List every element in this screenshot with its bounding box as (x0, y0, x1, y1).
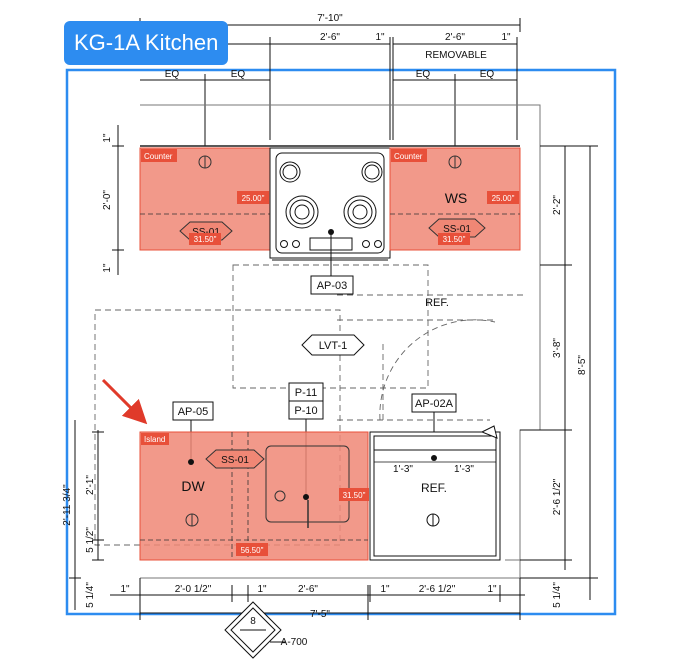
dim-bottom-1a: 1" (120, 584, 130, 595)
annotation-arrow (101, 378, 148, 425)
island-length-tag (236, 543, 268, 556)
dishwasher-label: DW (181, 478, 205, 494)
ap05-point (188, 459, 194, 465)
bottom-dimensions (110, 578, 525, 620)
dim-top-overall: 7'-10" (317, 13, 343, 24)
dim-top-left: 2'-6" (320, 32, 340, 43)
dim-left-5-12: 5 1/2" (85, 527, 96, 553)
refrigerator[interactable] (369, 425, 501, 561)
burner-icon (361, 161, 383, 183)
dim-top-right-gap: 1" (501, 32, 511, 43)
dim-right-2-6-12: 2'-6 1/2" (552, 478, 563, 515)
tag-ap05: AP-05 (178, 406, 209, 418)
island-height: 31.50" (343, 491, 366, 500)
selection-frame[interactable] (65, 68, 617, 616)
dim-bottom-overall: 7'-5" (310, 609, 330, 620)
eq-3: EQ (416, 69, 431, 80)
dim-right-5-14: 5 1/4" (552, 582, 563, 608)
counter-right-depth-tag (487, 191, 519, 204)
tag-lvt: LVT-1 (319, 340, 348, 352)
material-right: SS-01 (443, 224, 471, 235)
tag-ap02a: AP-02A (415, 398, 454, 410)
dim-left-1in-top: 1" (102, 133, 113, 143)
section-number: 8 (250, 616, 256, 627)
tag-ap03-box[interactable] (310, 275, 354, 295)
material-left: SS-01 (192, 227, 220, 238)
counter-right-height-tag (438, 233, 470, 245)
removable-label: REMOVABLE (425, 50, 487, 61)
dim-left-5-14: 5 1/4" (85, 582, 96, 608)
counter-right-depth: 25.00" (492, 194, 515, 203)
island[interactable]: Island SS-01 DW 31.50" 56.50" (139, 431, 369, 561)
dim-bottom-1c: 1" (380, 584, 390, 595)
dim-right-2-2: 2'-2" (552, 195, 563, 215)
page-title: KG-1A Kitchen (64, 21, 229, 65)
dim-top-right: 2'-6" (445, 32, 465, 43)
burner-icon (279, 161, 301, 183)
counter-right-tag-text: Counter (394, 152, 423, 161)
fridge-dim-left: 1'-3" (393, 464, 413, 475)
island-tag (141, 433, 169, 445)
island-length: 56.50" (241, 546, 264, 555)
ap02a-point (431, 455, 437, 461)
range-cooktop[interactable] (269, 147, 391, 261)
tag-ap05-box[interactable] (172, 401, 214, 421)
tag-lvt-box[interactable] (301, 334, 365, 356)
counter-left-height: 31.50" (194, 235, 217, 244)
dim-left-2-1: 2'-1" (85, 475, 96, 495)
counter-left-height-tag (189, 233, 221, 245)
right-dimensions (520, 145, 598, 600)
eq-2: EQ (231, 69, 246, 80)
counter-right-height: 31.50" (443, 235, 466, 244)
dim-left-1in-bottom: 1" (102, 263, 113, 273)
tag-ap03: AP-03 (317, 280, 348, 292)
tag-p11: P-11 (295, 387, 317, 399)
left-dimensions (69, 125, 124, 610)
p10-point (303, 494, 309, 500)
counter-left-depth-tag (237, 191, 269, 204)
dim-bottom-1d: 1" (487, 584, 497, 595)
dim-left-2-0: 2'-0" (102, 190, 113, 210)
counter-left-depth: 25.00" (242, 194, 265, 203)
ref-label-top: REF. (425, 297, 449, 309)
dim-bottom-1b: 1" (257, 584, 267, 595)
island-tag-text: Island (144, 435, 165, 444)
eq-1: EQ (165, 69, 180, 80)
island-height-tag (339, 488, 369, 501)
counter-left[interactable]: Counter 25.00" SS-01 31.50" (139, 147, 271, 251)
burner-icon (343, 195, 377, 229)
dim-bottom-2-0-12: 2'-0 1/2" (175, 584, 212, 595)
top-dimensions (139, 18, 521, 146)
tag-p10: P-10 (294, 405, 317, 417)
counter-left-tag (141, 149, 177, 162)
counter-right-tag (391, 149, 427, 162)
section-sheet: A-700 (281, 637, 308, 648)
workstation-label: WS (445, 190, 468, 206)
eq-4: EQ (480, 69, 495, 80)
sink-drain-icon (274, 490, 286, 502)
counter-right[interactable]: Counter WS 25.00" SS-01 31.50" (389, 147, 521, 251)
section-marker[interactable] (224, 601, 285, 659)
dim-right-3-8: 3'-8" (552, 338, 563, 358)
burner-icon (285, 195, 319, 229)
dim-right-8-5: 8'-5" (577, 355, 588, 375)
ref-label-bottom: REF. (421, 481, 447, 495)
dim-top-gap: 1" (375, 32, 385, 43)
dim-left-2-11-34: 2'-11 3/4" (62, 484, 73, 526)
dim-bottom-2-6: 2'-6" (298, 584, 318, 595)
counter-left-tag-text: Counter (144, 152, 173, 161)
material-island: SS-01 (221, 455, 249, 466)
dim-bottom-2-6-12: 2'-6 1/2" (419, 584, 456, 595)
material-tag-island (205, 449, 265, 469)
fridge-dim-right: 1'-3" (454, 464, 474, 475)
